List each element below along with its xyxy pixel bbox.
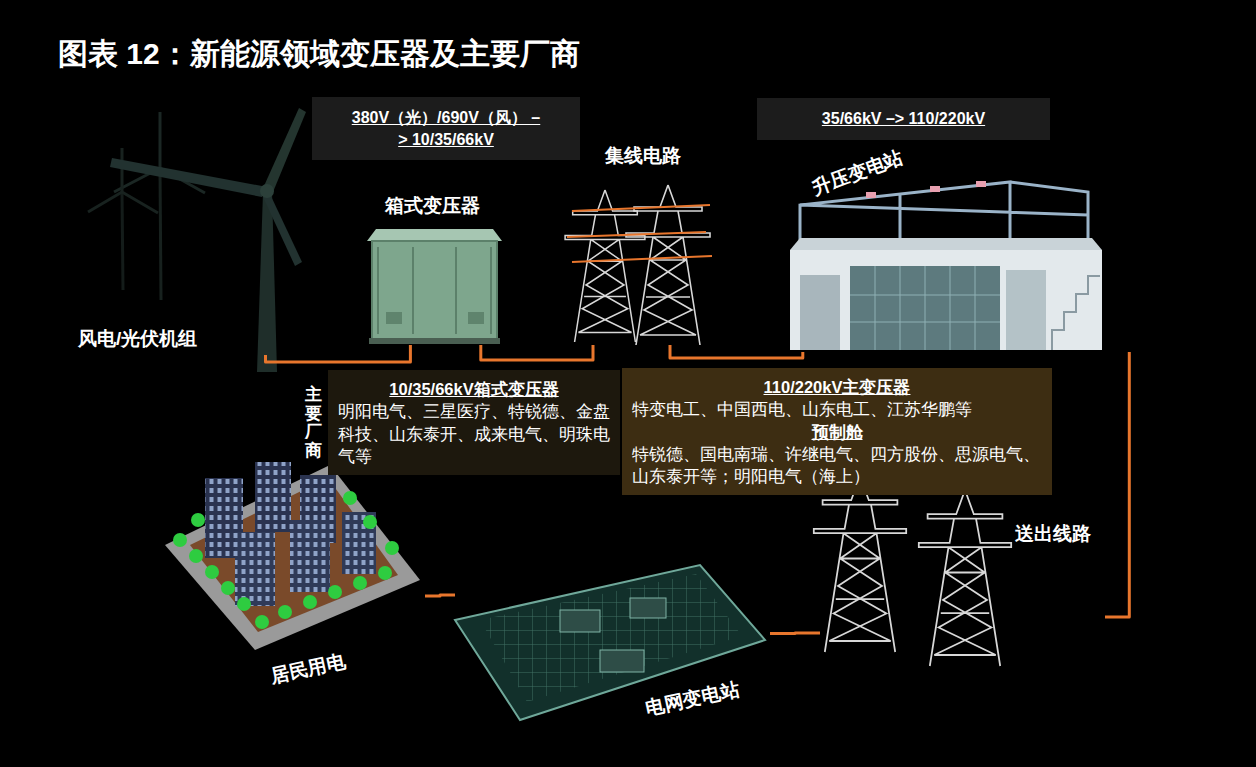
residential-block (165, 462, 420, 650)
building (255, 462, 291, 532)
power-line (266, 345, 411, 362)
turbine-tower (122, 192, 123, 290)
substation-board (455, 565, 765, 720)
transmission-line: 送出线路 (820, 505, 1105, 665)
city-ground (190, 478, 398, 632)
building (342, 512, 376, 574)
building-panel (1006, 270, 1046, 350)
node-label: 升压变电站 (809, 146, 906, 199)
building-roof (790, 238, 1102, 250)
building-windows (342, 512, 376, 574)
step-up-substation: 升压变电站 (785, 150, 1140, 352)
turbine-blade (110, 158, 262, 197)
collector-towers (565, 185, 712, 345)
building (290, 520, 330, 592)
vendor-panel: 110/220kV主变压器特变电工、中国西电、山东电工、江苏华鹏等预制舱特锐德、… (622, 368, 1052, 495)
vertical-label: 主要厂商 (305, 386, 322, 461)
substation-grid (480, 574, 742, 702)
building-glass (850, 266, 1000, 350)
equipment (630, 598, 666, 618)
power-line (425, 595, 455, 596)
building-windows (235, 532, 275, 606)
step-up-substation (790, 181, 1102, 350)
pylon (814, 476, 906, 652)
node-label: 送出线路 (1015, 523, 1091, 545)
turbine-blades (88, 148, 158, 213)
panel-body: 明阳电气、三星医疗、特锐德、金盘科技、山东泰开、成来电气、明珠电气等 (338, 400, 610, 467)
building-windows (255, 462, 291, 532)
panel-heading: 10/35/66kV箱式变压器 (338, 378, 610, 400)
wind-pv-units: 风电/光伏机组 (70, 110, 300, 355)
cabinet-roof (367, 229, 502, 241)
box-transformer (367, 229, 502, 344)
residential-load: 居民用电 (160, 455, 425, 690)
stairs (1052, 276, 1100, 350)
gantry (800, 182, 1088, 240)
node-label: 居民用电 (269, 650, 348, 687)
panel-heading: 110/220kV主变压器 (632, 376, 1042, 398)
panel-body: 特锐德、国电南瑞、许继电气、四方股份、思源电气、山东泰开等；明阳电气（海上） (632, 443, 1042, 488)
turbine-blade (264, 108, 306, 192)
grid-substation: 电网变电站 (455, 560, 770, 735)
power-line (670, 345, 803, 358)
building (790, 250, 1102, 350)
voltage-text: 380V（光）/690V（风） –> 10/35/66kV (351, 107, 541, 150)
equipment (600, 650, 644, 672)
cabinet-base (369, 338, 500, 344)
panel-heading: 预制舱 (632, 421, 1042, 443)
chart-title: 图表 12：新能源领域变压器及主要厂商 (58, 34, 580, 75)
city-base (165, 465, 420, 650)
pylon (919, 490, 1011, 666)
pylon (565, 190, 645, 342)
panel-body: 特变电工、中国西电、山东电工、江苏华鹏等 (632, 398, 1042, 420)
power-line (481, 345, 593, 360)
voltage-box: 380V（光）/690V（风） –> 10/35/66kV (312, 97, 580, 160)
turbine-hub (260, 184, 274, 198)
cabinet-doors (378, 247, 491, 334)
collector-line: 集线电路 (565, 140, 705, 345)
building-panel (800, 275, 840, 350)
building (235, 532, 275, 606)
collector-wire (567, 205, 712, 262)
voltage-text: 35/66kV –> 110/220kV (796, 108, 1011, 130)
equipment (560, 610, 600, 632)
cabinet-vent (386, 312, 402, 324)
power-line (770, 632, 820, 636)
cabinet-body (372, 241, 497, 339)
insulator (976, 181, 986, 187)
building-windows (290, 520, 330, 592)
cabinet-vent (468, 312, 484, 324)
turbine-tower (160, 168, 161, 300)
grid-substation (455, 565, 765, 720)
insulator (866, 192, 876, 198)
power-line (1105, 352, 1129, 617)
insulator (930, 186, 940, 192)
node-label: 电网变电站 (644, 678, 741, 719)
trees (173, 491, 399, 629)
vendor-panel: 10/35/66kV箱式变压器明阳电气、三星医疗、特锐德、金盘科技、山东泰开、成… (328, 370, 620, 475)
node-label: 风电/光伏机组 (78, 328, 197, 350)
building-grid (850, 266, 1000, 350)
box-transformer: 箱式变压器 (372, 195, 500, 345)
voltage-box: 35/66kV –> 110/220kV (757, 98, 1050, 140)
transmission-towers (814, 476, 1011, 666)
node-label: 箱式变压器 (385, 195, 480, 217)
node-label: 集线电路 (605, 145, 681, 167)
turbine-blade (263, 194, 302, 266)
